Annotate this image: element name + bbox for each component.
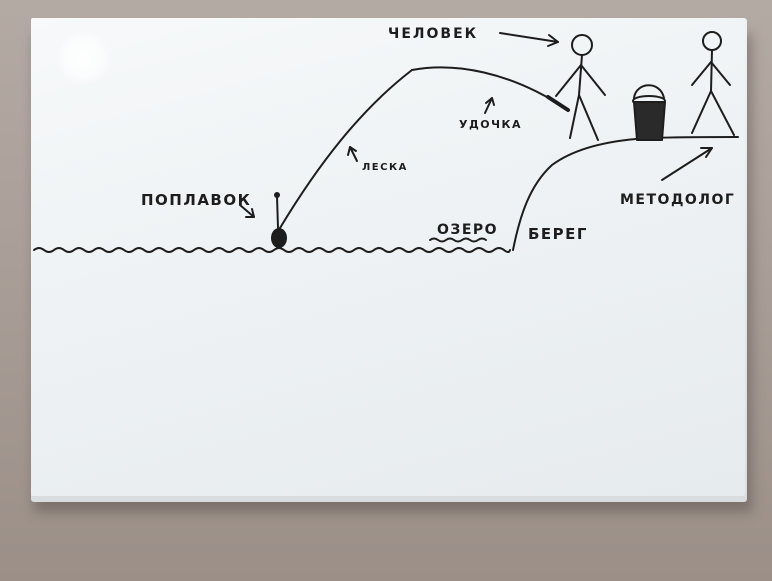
whiteboard [31, 18, 745, 496]
label-shore: БЕРЕГ [528, 225, 588, 243]
arrow-float [239, 204, 255, 218]
bucket [632, 84, 666, 141]
shore-outline [512, 136, 739, 251]
float-body [271, 228, 287, 248]
methodologist-figure [691, 31, 735, 136]
water-line [33, 247, 511, 253]
bucket-body [633, 101, 666, 141]
label-float: ПОПЛАВОК [141, 191, 251, 209]
label-rod: УДОЧКА [459, 118, 522, 131]
rod-handle [546, 95, 570, 112]
person-figure [555, 34, 606, 141]
label-person: ЧЕЛОВЕК [388, 26, 478, 42]
bucket-handle [633, 84, 665, 99]
fishing-line [279, 69, 413, 229]
methodologist-head [702, 31, 722, 51]
arrow-rod [484, 97, 495, 114]
float-tip [274, 192, 280, 198]
arrow-methodologist [661, 147, 713, 181]
label-methodologist: МЕТОДОЛОГ [620, 192, 735, 208]
arrow-person [499, 32, 559, 47]
lake-waves [429, 237, 487, 243]
arrow-line [347, 146, 358, 162]
float-stick [276, 195, 279, 229]
label-line: ЛЕСКА [362, 162, 408, 173]
person-head [571, 34, 593, 56]
light-glare [58, 32, 110, 84]
label-lake: ОЗЕРО [437, 222, 498, 238]
fishing-rod [411, 66, 566, 109]
